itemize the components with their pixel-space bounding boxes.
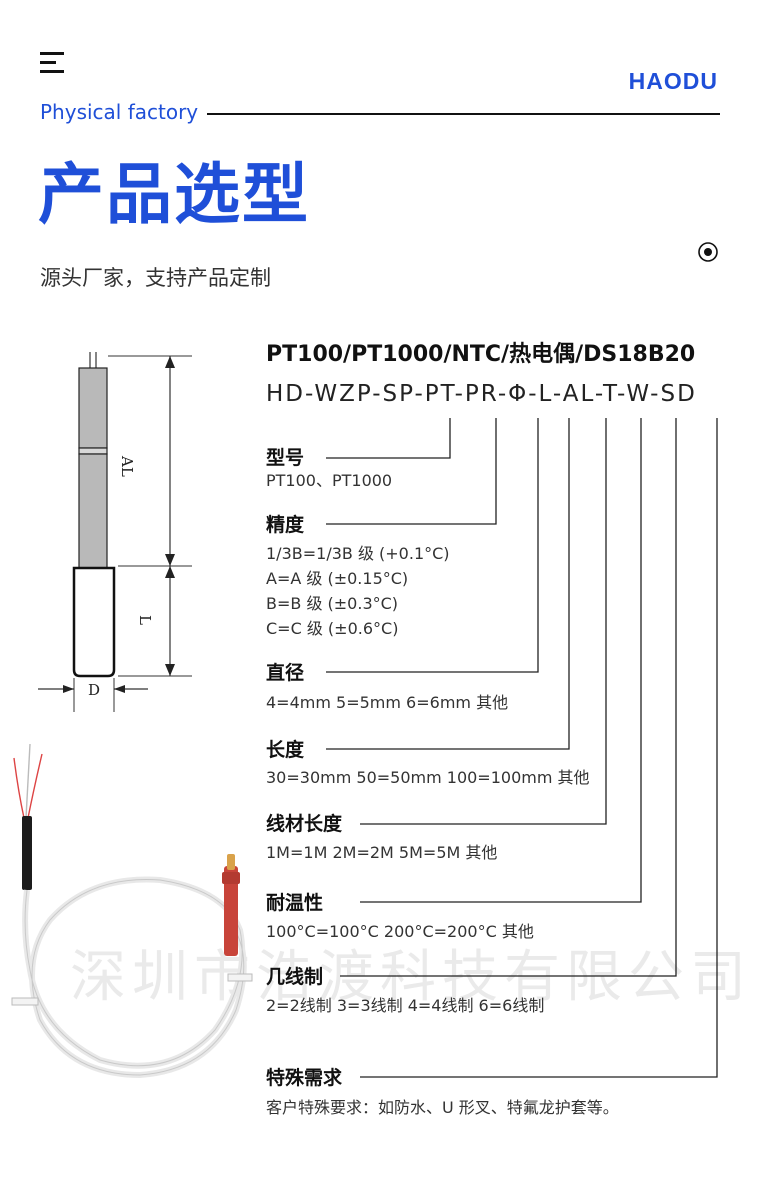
brand-logo: HAODU: [628, 68, 718, 94]
section-model-title: 型号: [266, 447, 305, 469]
target-icon: [698, 242, 718, 262]
section-special-line-1: 客户特殊要求：如防水、U 形叉、特氟龙护套等。: [266, 1098, 619, 1117]
section-model-line-1: PT100、PT1000: [266, 471, 393, 490]
section-accuracy-line-3: B=B 级 (±0.3°C): [266, 594, 399, 613]
section-diameter-line-1: 4=4mm 5=5mm 6=6mm 其他: [266, 693, 509, 712]
page-subtitle: 源头厂家，支持产品定制: [40, 266, 271, 290]
watermark: 深圳市浩渡科技有限公司: [70, 945, 752, 1010]
menu-icon[interactable]: [40, 52, 66, 74]
model-code: HD-WZP-SP-PT-PR-Φ-L-AL-T-W-SD: [266, 381, 697, 407]
section-special-title: 特殊需求: [266, 1067, 343, 1089]
sensor-cable-illustration: [11, 743, 253, 1079]
section-wiring-line-1: 2=2线制 3=3线制 4=4线制 6=6线制: [266, 996, 545, 1015]
label-d: D: [88, 681, 101, 699]
section-diameter-title: 直径: [266, 662, 305, 684]
section-temperature-line-1: 100°C=100°C 200°C=200°C 其他: [266, 922, 534, 941]
section-accuracy-line-4: C=C 级 (±0.6°C): [266, 619, 399, 638]
section-accuracy-line-1: 1/3B=1/3B 级 (+0.1°C): [266, 544, 450, 563]
sensor-types-headline: PT100/PT1000/NTC/热电偶/DS18B20: [266, 342, 696, 367]
section-cable-length-title: 线材长度: [266, 813, 343, 835]
section-cable-length-line-1: 1M=1M 2M=2M 5M=5M 其他: [266, 843, 498, 862]
tagline: Physical factory: [40, 100, 199, 124]
probe-dimension-drawing: [38, 352, 192, 712]
section-accuracy-title: 精度: [266, 514, 305, 536]
section-accuracy-line-2: A=A 级 (±0.15°C): [266, 569, 409, 588]
section-wiring-title: 几线制: [266, 966, 324, 988]
page-title: 产品选型: [38, 156, 310, 233]
section-length-line-1: 30=30mm 50=50mm 100=100mm 其他: [266, 768, 590, 787]
section-length-title: 长度: [266, 739, 305, 761]
section-temperature-title: 耐温性: [266, 892, 324, 914]
header-divider: [207, 113, 720, 115]
